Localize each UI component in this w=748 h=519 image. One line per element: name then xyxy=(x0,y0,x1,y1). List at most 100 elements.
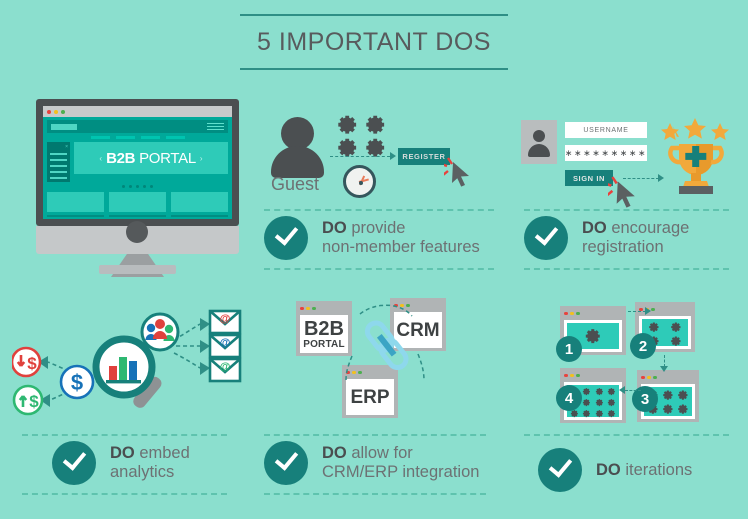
gear-icon xyxy=(582,409,593,418)
gear-icon xyxy=(677,403,690,415)
window-close-dot xyxy=(47,109,51,114)
caption-line2: registration xyxy=(582,238,664,256)
caption-separator xyxy=(264,209,494,211)
register-button[interactable]: REGISTER xyxy=(398,148,450,165)
gear-icon xyxy=(661,403,674,415)
gear-icon xyxy=(366,138,385,157)
window-maximize-dot xyxy=(358,370,362,375)
chevron-left-icon: ‹ xyxy=(99,153,103,163)
window-erp: ERP xyxy=(342,365,398,418)
gear-icon xyxy=(666,335,686,347)
gear-icon xyxy=(661,389,674,401)
chevron-right-icon: › xyxy=(199,153,203,163)
svg-text:$: $ xyxy=(29,392,39,411)
nav-item xyxy=(115,136,135,139)
gear-icon xyxy=(677,389,690,401)
hamburger-icon xyxy=(207,122,224,131)
caption-line2: non-member features xyxy=(322,238,480,256)
window-title-crm: CRM xyxy=(396,319,440,341)
site-main-row: × ‹ B2B PORTAL › xyxy=(43,142,232,182)
title-rule-top xyxy=(240,14,508,16)
nav-item xyxy=(90,136,110,139)
hero-title-light: PORTAL xyxy=(135,149,196,167)
step-badge-2: 2 xyxy=(630,333,656,359)
site-card xyxy=(47,192,104,219)
gear-icon xyxy=(366,115,385,134)
carousel-dot xyxy=(136,185,139,188)
caption-separator xyxy=(524,209,729,211)
site-card xyxy=(109,192,166,219)
caption-strong: DO xyxy=(322,444,347,462)
caption-strong: DO xyxy=(582,219,607,237)
window-titlebar xyxy=(641,374,695,381)
caption-strong: DO xyxy=(596,460,621,479)
iteration-arrow-head xyxy=(645,307,651,315)
window-close-dot xyxy=(639,307,643,312)
gear-icon xyxy=(644,321,664,333)
signin-button[interactable]: SIGN IN xyxy=(565,170,613,186)
window-b2b-portal: B2B PORTAL xyxy=(296,301,352,356)
window-iteration-4 xyxy=(560,368,626,423)
title-rule-bottom xyxy=(240,68,508,70)
carousel-dots xyxy=(43,185,232,188)
gear-icon xyxy=(594,409,605,418)
window-titlebar xyxy=(300,305,348,312)
monitor-base xyxy=(99,265,176,274)
window-close-dot xyxy=(300,306,304,311)
check-icon xyxy=(264,216,308,260)
gear-grid xyxy=(642,319,688,346)
caption-line2: analytics xyxy=(110,463,175,481)
window-minimize-dot xyxy=(647,375,651,380)
caption-text: DO provide non-member features xyxy=(322,219,480,257)
window-iteration-1 xyxy=(560,306,626,355)
username-input[interactable]: USERNAME xyxy=(565,122,647,138)
caption-separator xyxy=(264,434,486,436)
caption-iterations: DO iterations xyxy=(538,448,692,492)
window-maximize-dot xyxy=(651,307,655,312)
window-title-erp: ERP xyxy=(350,386,390,408)
monitor-illustration: × ‹ B2B PORTAL › xyxy=(36,99,239,226)
guest-label: Guest xyxy=(271,174,320,194)
sidebar-item xyxy=(50,164,67,167)
check-icon xyxy=(524,216,568,260)
window-minimize-dot xyxy=(54,109,58,114)
flow-arrow-head xyxy=(658,174,664,182)
gear-icon xyxy=(594,387,605,396)
gear-icon xyxy=(569,409,580,418)
window-minimize-dot xyxy=(570,373,574,378)
gear-grid xyxy=(567,323,619,349)
iteration-arrow-head xyxy=(619,386,625,394)
gear-icon xyxy=(607,398,618,407)
sidebar-item xyxy=(50,152,67,155)
window-content: CRM xyxy=(394,312,442,348)
window-minimize-dot xyxy=(352,370,356,375)
nav-item xyxy=(165,136,185,139)
page-title-block: 5 IMPORTANT DOS xyxy=(240,14,508,70)
nav-item xyxy=(140,136,160,139)
site-cards xyxy=(43,192,232,219)
sidebar-item xyxy=(50,170,67,173)
integration-links xyxy=(345,304,425,381)
window-maximize-dot xyxy=(576,373,580,378)
site-card xyxy=(171,192,228,219)
gear-icon xyxy=(338,115,357,134)
window-minimize-dot xyxy=(400,303,404,308)
window-titlebar xyxy=(346,369,394,376)
gear-icon xyxy=(594,398,605,407)
window-minimize-dot xyxy=(306,306,310,311)
guest-avatar-head-icon xyxy=(281,117,314,150)
carousel-dot xyxy=(129,185,132,188)
caption-rest: allow for xyxy=(346,444,413,462)
flow-arrow-line xyxy=(330,156,390,157)
caption-crm-erp-integration: DO allow for CRM/ERP integration xyxy=(264,441,479,485)
caption-rest: provide xyxy=(346,219,406,237)
iteration-arrow-2-3 xyxy=(664,355,665,367)
gear-icon xyxy=(582,387,593,396)
password-input[interactable]: ∗∗∗∗∗∗∗∗∗ xyxy=(565,145,647,161)
svg-text:$: $ xyxy=(27,354,37,373)
window-content: ERP xyxy=(346,379,394,415)
site-logo xyxy=(51,123,77,130)
svg-text:@: @ xyxy=(220,313,231,325)
svg-text:@: @ xyxy=(220,361,231,373)
